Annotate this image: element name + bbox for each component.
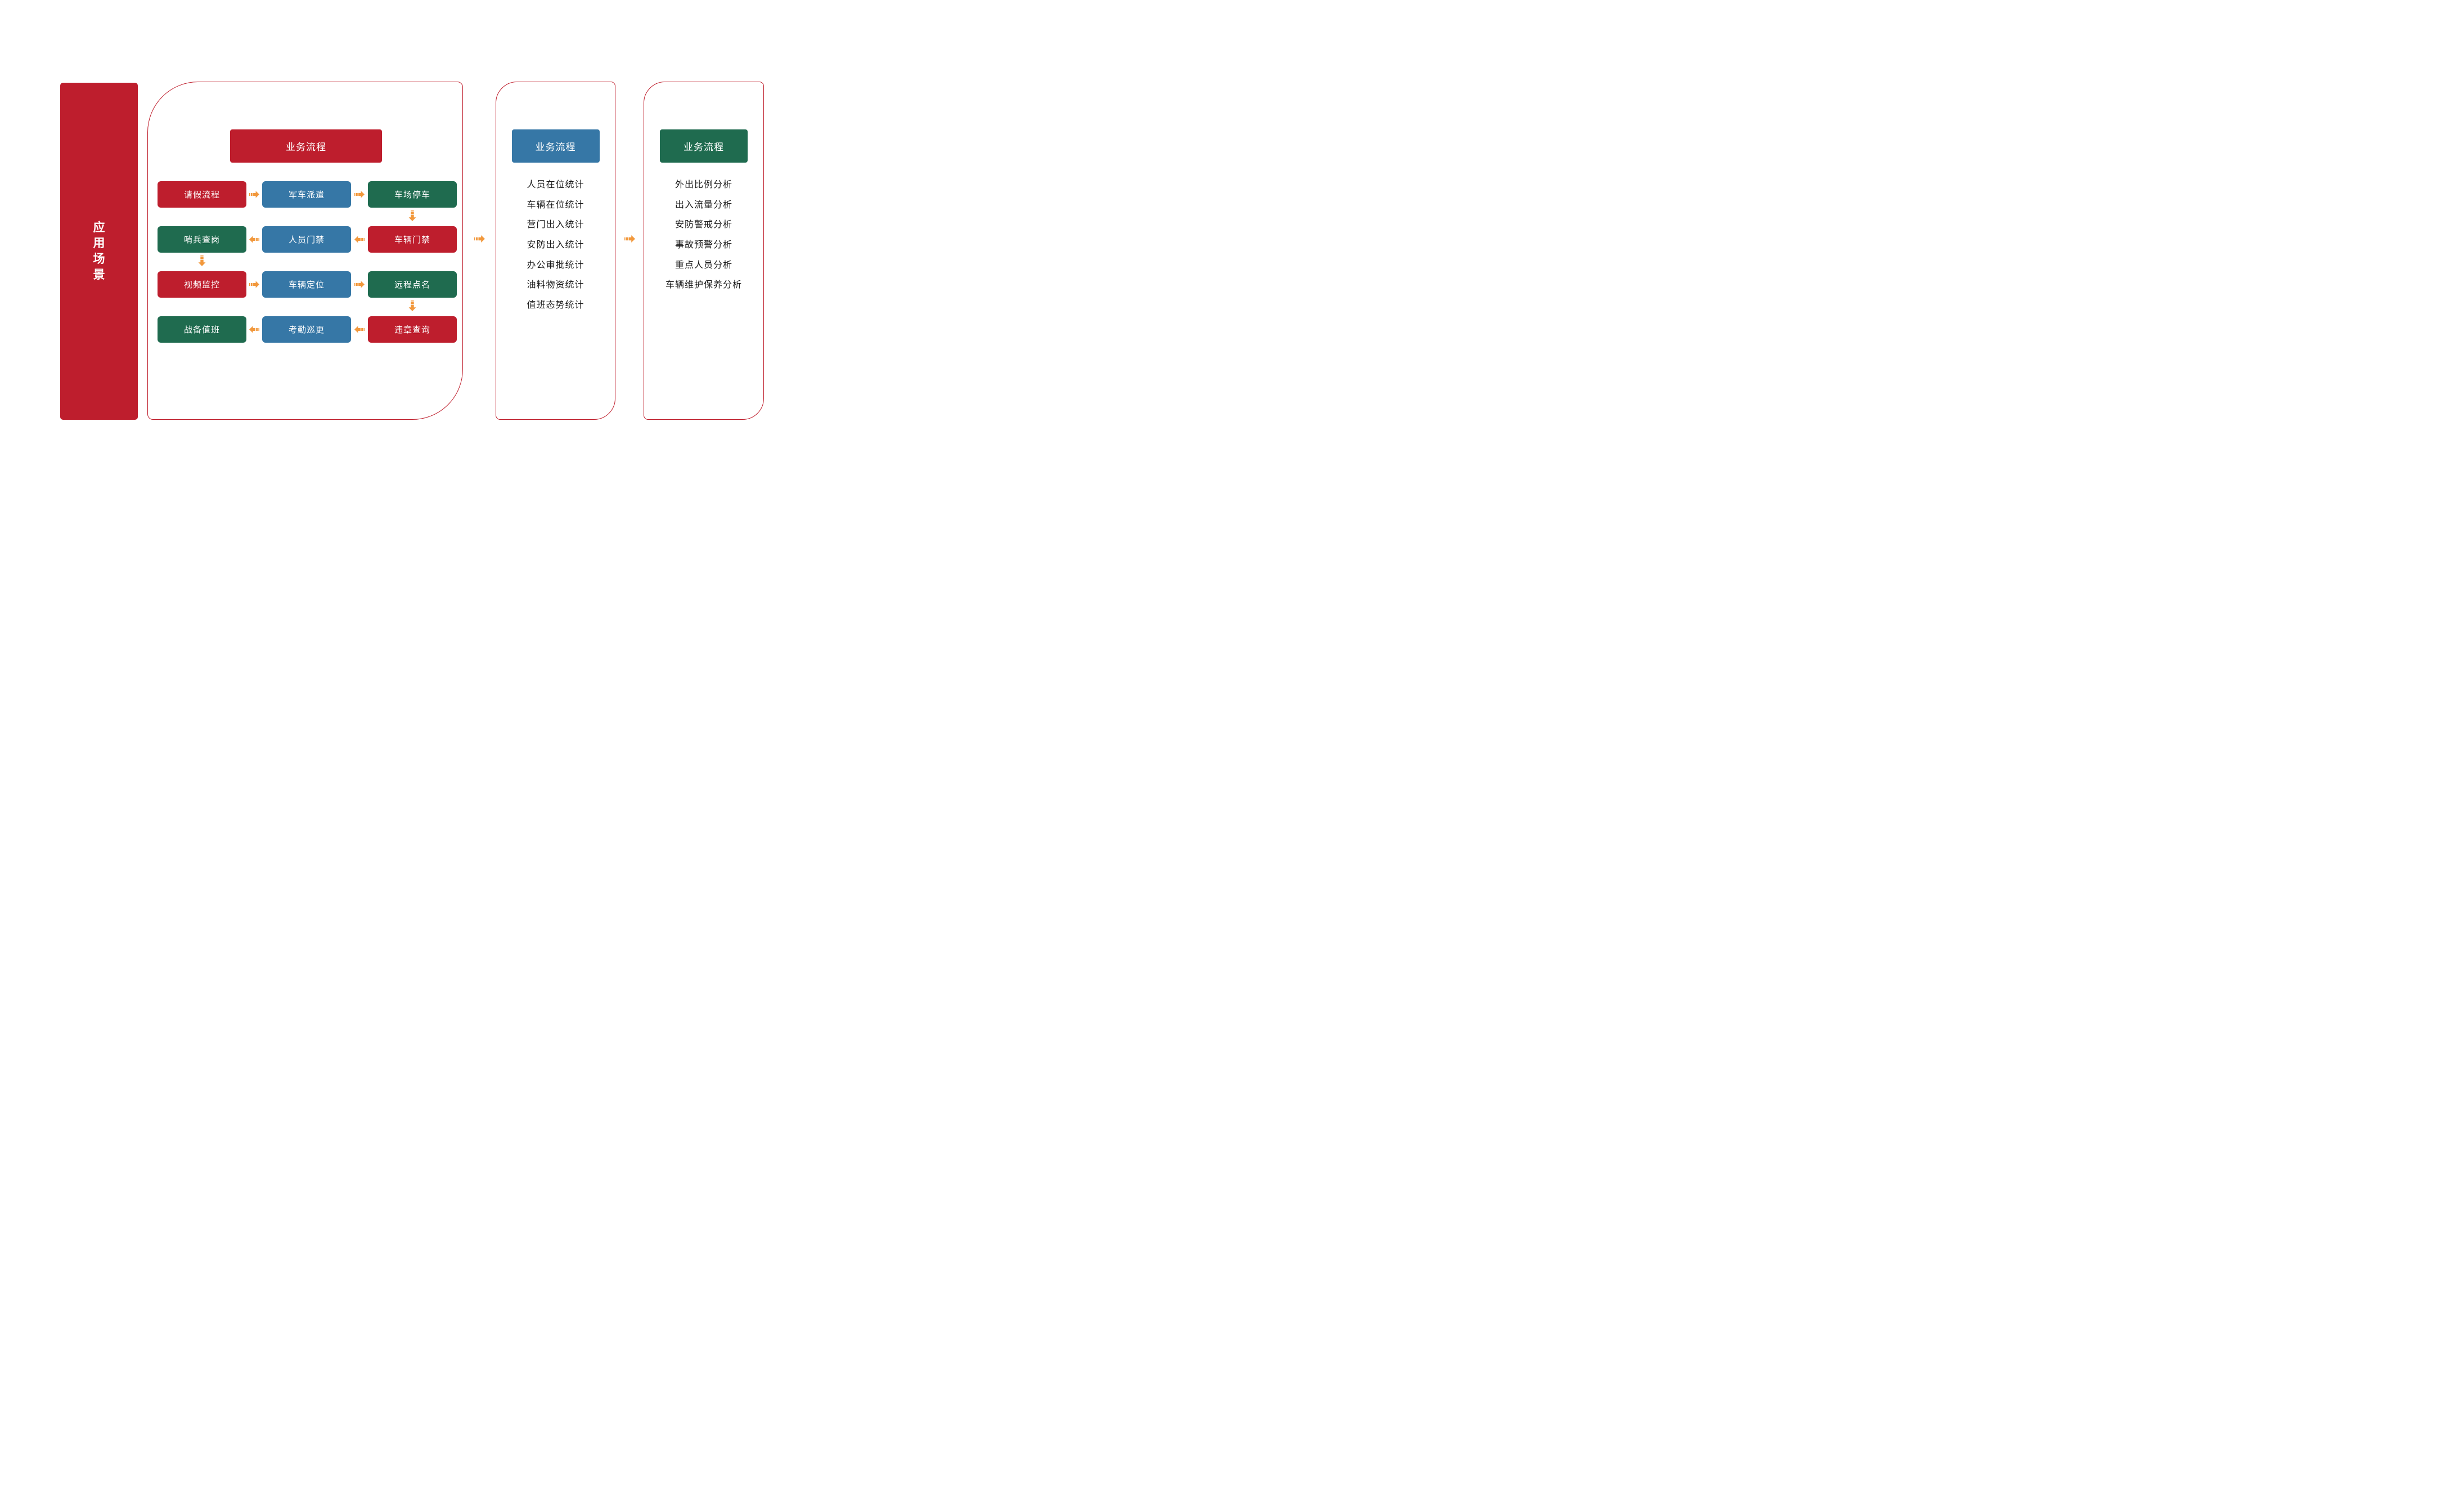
striped-arrow-left-icon [354, 236, 365, 243]
statistics-item: 办公审批统计 [527, 260, 584, 270]
analysis-list: 外出比例分析 出入流量分析 安防警戒分析 事故预警分析 重点人员分析 车辆维护保… [644, 175, 763, 295]
application-scenarios-diagram: 应 用 场 景 业务流程 请假流程 军车派遣 车场停车 哨兵查岗 人员门禁 车辆… [0, 0, 821, 498]
analysis-item: 事故预警分析 [675, 240, 732, 250]
banner-char: 应 [93, 221, 105, 234]
banner-char: 用 [93, 237, 105, 250]
statistics-item: 人员在位统计 [527, 180, 584, 190]
analysis-item: 安防警戒分析 [675, 220, 732, 230]
flow-panel-header: 业务流程 [230, 129, 382, 163]
statistics-item: 安防出入统计 [527, 240, 584, 250]
analysis-item: 出入流量分析 [675, 200, 732, 210]
flow-box-vehicle-positioning: 车辆定位 [262, 271, 351, 298]
statistics-panel-header: 业务流程 [511, 129, 600, 163]
analysis-panel-header: 业务流程 [660, 129, 748, 163]
flow-box-sentry-inspection: 哨兵查岗 [158, 226, 246, 253]
flow-box-personnel-access-control: 人员门禁 [262, 226, 351, 253]
striped-arrow-right-icon [249, 281, 259, 288]
statistics-item: 值班态势统计 [527, 300, 584, 311]
flow-box-military-vehicle-dispatch: 军车派遣 [262, 181, 351, 208]
striped-arrow-down-icon [198, 255, 206, 266]
analysis-item: 外出比例分析 [675, 180, 732, 190]
flow-box-video-surveillance: 视频监控 [158, 271, 246, 298]
statistics-item: 营门出入统计 [527, 220, 584, 230]
banner-char: 场 [93, 253, 105, 266]
statistics-item: 油料物资统计 [527, 280, 584, 290]
analysis-panel: 业务流程 外出比例分析 出入流量分析 安防警戒分析 事故预警分析 重点人员分析 … [644, 82, 764, 420]
flow-box-leave-process: 请假流程 [158, 181, 246, 208]
striped-arrow-right-icon [249, 191, 259, 198]
striped-arrow-down-icon [408, 300, 416, 311]
statistics-list: 人员在位统计 车辆在位统计 营门出入统计 安防出入统计 办公审批统计 油料物资统… [496, 175, 615, 316]
striped-arrow-right-icon [474, 235, 485, 243]
flow-box-violation-query: 违章查询 [368, 316, 457, 343]
application-scenarios-banner: 应 用 场 景 [60, 83, 138, 420]
flow-box-depot-parking: 车场停车 [368, 181, 457, 208]
striped-arrow-down-icon [408, 210, 416, 221]
analysis-item: 车辆维护保养分析 [665, 280, 742, 290]
striped-arrow-right-icon [354, 191, 365, 198]
statistics-panel: 业务流程 人员在位统计 车辆在位统计 营门出入统计 安防出入统计 办公审批统计 … [496, 82, 615, 420]
analysis-item: 重点人员分析 [675, 260, 732, 270]
flow-box-remote-rollcall: 远程点名 [368, 271, 457, 298]
striped-arrow-right-icon [624, 235, 635, 243]
statistics-item: 车辆在位统计 [527, 200, 584, 210]
striped-arrow-left-icon [249, 236, 259, 243]
striped-arrow-left-icon [354, 326, 365, 333]
flow-box-vehicle-access-control: 车辆门禁 [368, 226, 457, 253]
banner-char: 景 [93, 268, 105, 281]
flow-box-attendance-patrol: 考勤巡更 [262, 316, 351, 343]
flow-box-combat-readiness-duty: 战备值班 [158, 316, 246, 343]
striped-arrow-left-icon [249, 326, 259, 333]
business-process-flow-panel: 业务流程 请假流程 军车派遣 车场停车 哨兵查岗 人员门禁 车辆门禁 视频监控 … [147, 82, 463, 420]
striped-arrow-right-icon [354, 281, 365, 288]
